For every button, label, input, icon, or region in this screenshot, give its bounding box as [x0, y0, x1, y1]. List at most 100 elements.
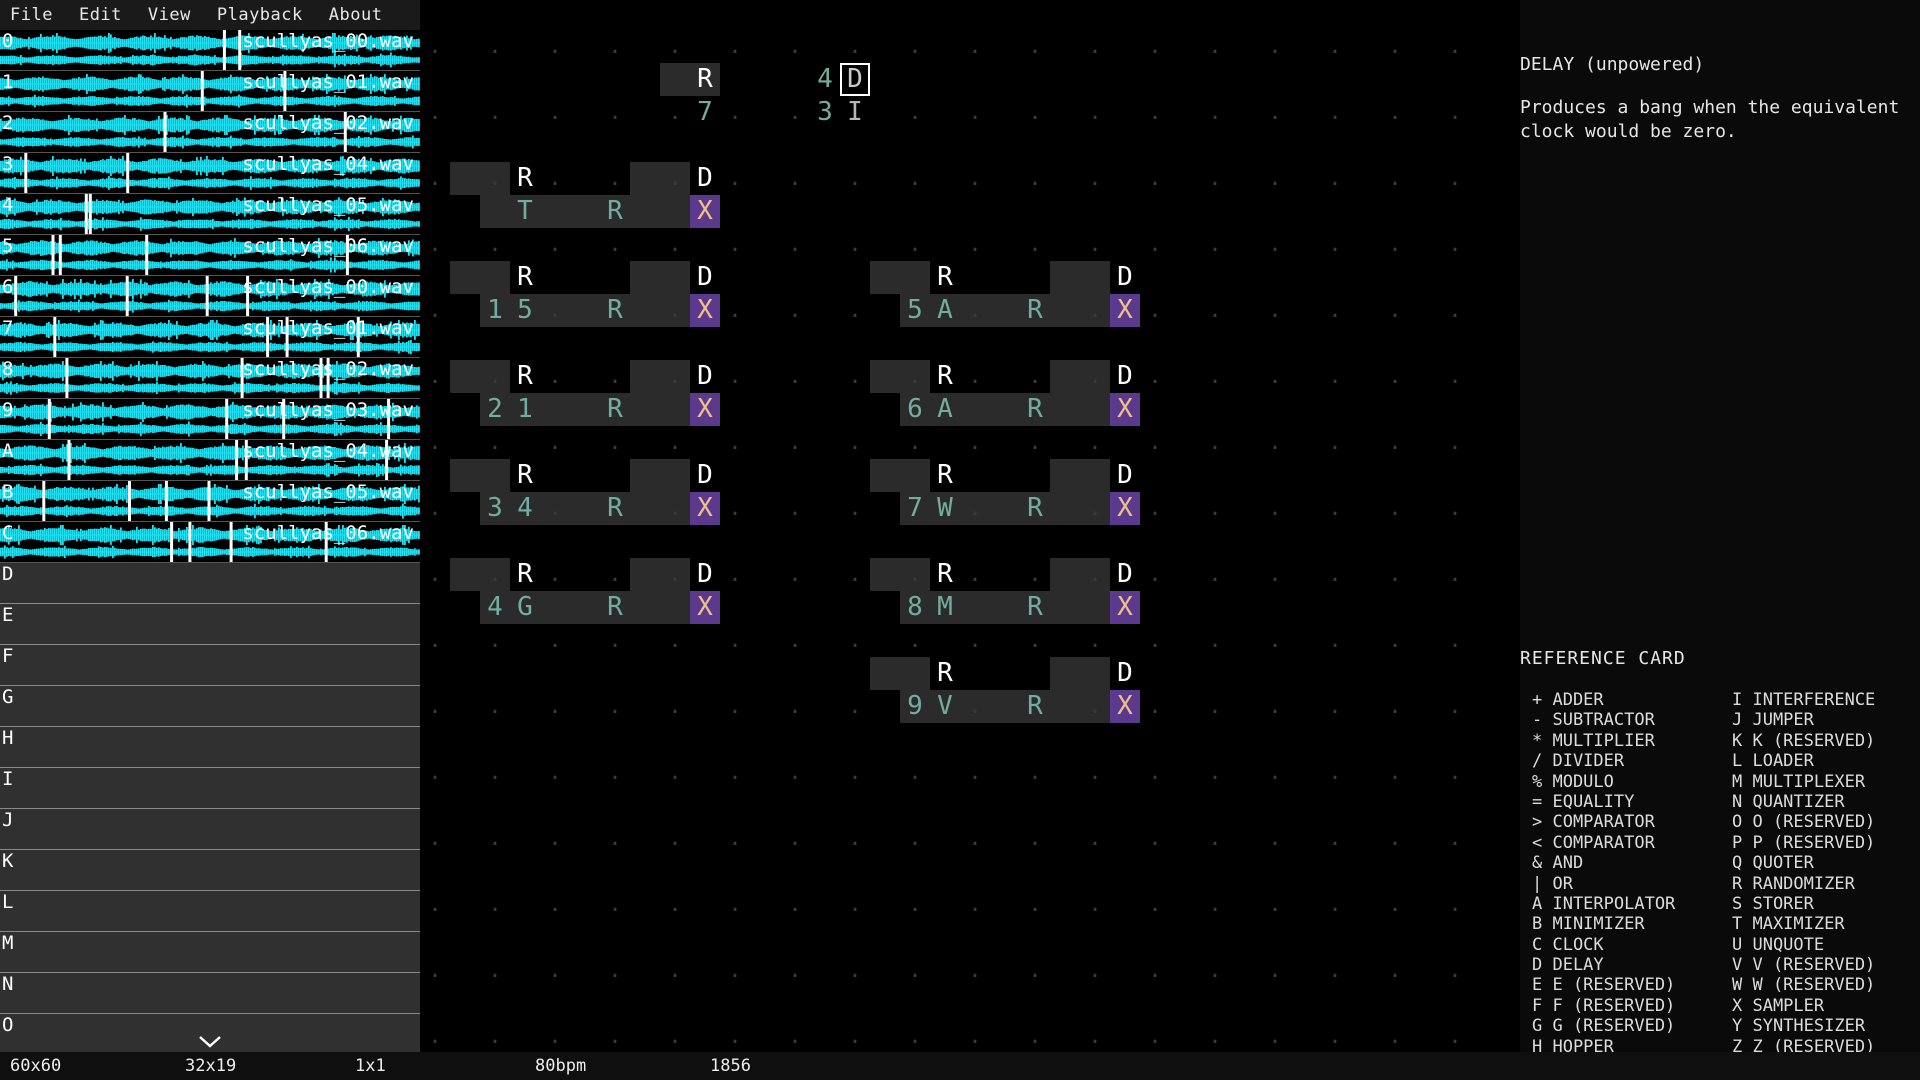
grid-glyph-2[interactable]: 2 — [487, 394, 503, 424]
grid-glyph-r[interactable]: R — [607, 196, 623, 226]
menu-item-playback[interactable]: Playback — [216, 5, 303, 25]
grid-glyph-r[interactable]: R — [937, 559, 953, 589]
menu-item-edit[interactable]: Edit — [78, 5, 122, 25]
grid-glyph-r[interactable]: R — [607, 592, 623, 622]
grid-glyph-r[interactable]: R — [1027, 691, 1043, 721]
track-row-empty[interactable]: F — [0, 645, 420, 686]
grid-glyph-r[interactable]: R — [697, 64, 713, 94]
grid-glyph-r[interactable]: R — [607, 493, 623, 523]
grid-glyph-d[interactable]: D — [1117, 460, 1133, 490]
track-row-empty[interactable]: K — [0, 850, 420, 891]
grid-glyph-5[interactable]: 5 — [907, 295, 923, 325]
grid-glyph-r[interactable]: R — [607, 394, 623, 424]
track-row-empty[interactable]: J — [0, 809, 420, 850]
grid-glyph-r[interactable]: R — [1027, 394, 1043, 424]
grid-glyph-d[interactable]: D — [697, 262, 713, 292]
grid-glyph-d[interactable]: D — [1117, 658, 1133, 688]
menu-item-about[interactable]: About — [328, 5, 383, 25]
grid-glyph-g[interactable]: G — [517, 592, 533, 622]
grid-glyph-v[interactable]: V — [937, 691, 953, 721]
grid-glyph-a[interactable]: A — [937, 394, 953, 424]
grid-glyph-r[interactable]: R — [517, 460, 533, 490]
grid-glyph-r[interactable]: R — [1027, 592, 1043, 622]
grid-dot: . — [548, 298, 562, 323]
grid-glyph-x[interactable]: X — [1110, 393, 1140, 426]
grid-glyph-r[interactable]: R — [937, 361, 953, 391]
grid-glyph-7[interactable]: 7 — [697, 97, 713, 127]
grid-dot: . — [728, 364, 742, 389]
grid-glyph-x[interactable]: X — [1110, 591, 1140, 624]
grid-glyph-1[interactable]: 1 — [487, 295, 503, 325]
grid-glyph-r[interactable]: R — [517, 163, 533, 193]
grid-glyph-x[interactable]: X — [690, 294, 720, 327]
grid-glyph-4[interactable]: 4 — [817, 64, 833, 94]
grid-glyph-d[interactable]: D — [697, 361, 713, 391]
grid-glyph-4[interactable]: 4 — [487, 592, 503, 622]
grid-glyph-d[interactable]: D — [697, 460, 713, 490]
grid-glyph-x[interactable]: X — [1110, 492, 1140, 525]
grid-glyph-x[interactable]: X — [690, 591, 720, 624]
grid-glyph-r[interactable]: R — [607, 295, 623, 325]
grid-glyph-6[interactable]: 6 — [907, 394, 923, 424]
grid-glyph-4[interactable]: 4 — [517, 493, 533, 523]
grid-glyph-i[interactable]: I — [847, 97, 863, 127]
grid-glyph-x[interactable]: X — [690, 492, 720, 525]
grid-glyph-x[interactable]: X — [690, 195, 720, 228]
track-row-empty[interactable]: E — [0, 604, 420, 645]
track-row-empty[interactable]: L — [0, 891, 420, 932]
grid-glyph-r[interactable]: R — [517, 262, 533, 292]
grid-glyph-8[interactable]: 8 — [907, 592, 923, 622]
track-row-empty[interactable]: H — [0, 727, 420, 768]
menu-item-file[interactable]: File — [10, 5, 53, 25]
track-row-empty[interactable]: M — [0, 932, 420, 973]
grid-glyph-x[interactable]: X — [1110, 690, 1140, 723]
grid-glyph-r[interactable]: R — [937, 262, 953, 292]
grid-glyph-7[interactable]: 7 — [907, 493, 923, 523]
grid-glyph-d[interactable]: D — [1117, 262, 1133, 292]
grid-glyph-x[interactable]: X — [690, 393, 720, 426]
track-row-empty[interactable]: I — [0, 768, 420, 809]
grid-glyph-5[interactable]: 5 — [517, 295, 533, 325]
grid-glyph-d[interactable]: D — [697, 163, 713, 193]
orca-grid[interactable]: ........................................… — [420, 30, 1500, 1050]
grid-glyph-3[interactable]: 3 — [817, 97, 833, 127]
track-row-empty[interactable]: G — [0, 686, 420, 727]
status-grid-size: 60x60 — [10, 1056, 62, 1076]
grid-glyph-d[interactable]: D — [1117, 361, 1133, 391]
grid-glyph-r[interactable]: R — [937, 658, 953, 688]
grid-glyph-3[interactable]: 3 — [487, 493, 503, 523]
menu-item-view[interactable]: View — [147, 5, 191, 25]
track-row-empty[interactable]: D — [0, 563, 420, 604]
grid-glyph-t[interactable]: T — [517, 196, 533, 226]
grid-glyph-r[interactable]: R — [517, 361, 533, 391]
grid-glyph-d[interactable]: D — [840, 63, 870, 96]
grid-glyph-m[interactable]: M — [937, 592, 953, 622]
grid-glyph-d[interactable]: D — [697, 559, 713, 589]
track-row-empty[interactable]: N — [0, 973, 420, 1014]
grid-glyph-r[interactable]: R — [937, 460, 953, 490]
grid-glyph-a[interactable]: A — [937, 295, 953, 325]
grid-glyph-9[interactable]: 9 — [907, 691, 923, 721]
grid-glyph-r[interactable]: R — [1027, 295, 1043, 325]
grid-glyph-r[interactable]: R — [1027, 493, 1043, 523]
grid-glyph-d[interactable]: D — [1117, 559, 1133, 589]
grid-glyph-r[interactable]: R — [517, 559, 533, 589]
grid-glyph-1[interactable]: 1 — [517, 394, 533, 424]
grid-glyph-x[interactable]: X — [1110, 294, 1140, 327]
grid-glyph-w[interactable]: W — [937, 493, 953, 523]
track-list-scroll-down[interactable] — [0, 1029, 420, 1053]
